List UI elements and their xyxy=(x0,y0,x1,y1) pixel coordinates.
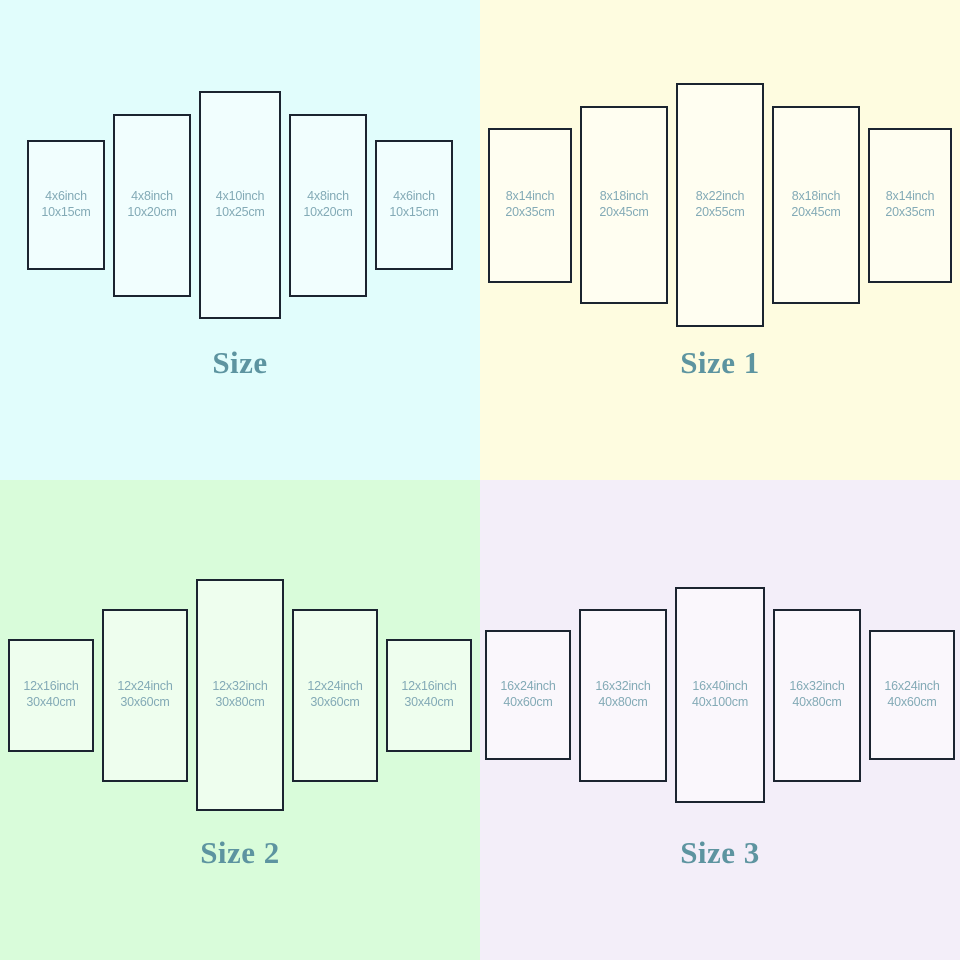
panel-size-cm: 30x40cm xyxy=(26,695,76,709)
panel-size-inch: 8x22inch xyxy=(695,189,745,204)
panel-size-inch: 16x32inch xyxy=(595,679,651,694)
panel-size-inch: 12x24inch xyxy=(307,679,363,694)
panel-size-inch: 16x32inch xyxy=(789,679,845,694)
panel-size-cm: 30x60cm xyxy=(310,695,360,709)
panel-size-cm: 20x35cm xyxy=(885,205,935,219)
panel-size-cm: 20x45cm xyxy=(599,205,649,219)
panel-size-inch: 8x18inch xyxy=(599,189,649,204)
panel-size-cm: 40x60cm xyxy=(503,695,553,709)
panel-size-cm: 40x60cm xyxy=(887,695,937,709)
panel-size-cm: 20x55cm xyxy=(695,205,745,219)
panel-size-inch: 12x16inch xyxy=(401,679,457,694)
size-option-title: Size 2 xyxy=(200,835,280,870)
size-option-title: Size xyxy=(212,345,268,380)
panel-size-cm: 10x20cm xyxy=(303,205,353,219)
panel-size-inch: 8x18inch xyxy=(791,189,841,204)
panel-size-cm: 20x45cm xyxy=(791,205,841,219)
panel-size-inch: 16x40inch xyxy=(692,679,748,694)
panel-size-cm: 40x80cm xyxy=(598,695,648,709)
panel-size-cm: 10x15cm xyxy=(41,205,91,219)
panel-size-inch: 16x24inch xyxy=(500,679,556,694)
size-option-title: Size 1 xyxy=(680,345,760,380)
panel-size-cm: 20x35cm xyxy=(505,205,555,219)
panel-size-cm: 30x80cm xyxy=(215,695,265,709)
panel-size-inch: 4x6inch xyxy=(393,189,435,204)
panel-size-inch: 8x14inch xyxy=(505,189,555,204)
panel-size-cm: 10x20cm xyxy=(127,205,177,219)
panel-size-cm: 40x80cm xyxy=(792,695,842,709)
panel-size-inch: 4x10inch xyxy=(215,189,265,204)
panel-size-inch: 12x24inch xyxy=(117,679,173,694)
panel-size-cm: 30x40cm xyxy=(404,695,454,709)
panel-size-inch: 4x8inch xyxy=(131,189,173,204)
panel-size-inch: 4x6inch xyxy=(45,189,87,204)
panel-size-cm: 30x60cm xyxy=(120,695,170,709)
panel-size-cm: 10x25cm xyxy=(215,205,265,219)
panel-size-cm: 10x15cm xyxy=(389,205,439,219)
panel-size-cm: 40x100cm xyxy=(691,695,749,709)
panel-size-inch: 16x24inch xyxy=(884,679,940,694)
panel-size-inch: 12x32inch xyxy=(212,679,268,694)
panel-size-inch: 8x14inch xyxy=(885,189,935,204)
panel-size-inch: 12x16inch xyxy=(23,679,79,694)
panel-size-inch: 4x8inch xyxy=(307,189,349,204)
size-option-title: Size 3 xyxy=(680,835,760,870)
